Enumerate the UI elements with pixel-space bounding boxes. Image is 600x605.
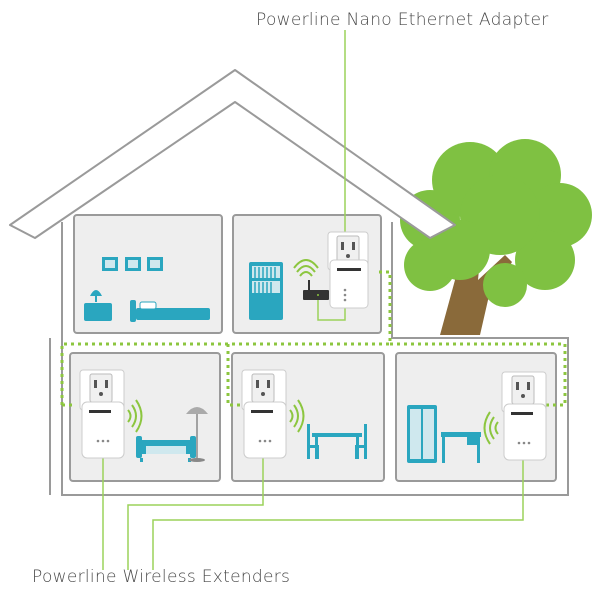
wireless-extender-1 <box>79 369 125 459</box>
wifi-signal-icon <box>483 411 499 445</box>
bedroom-furniture <box>84 257 210 322</box>
electrical-outlet-icon <box>89 373 113 403</box>
electrical-outlet-icon <box>511 375 535 405</box>
powerline-wiring <box>60 270 567 407</box>
desk <box>441 432 481 463</box>
nano-ethernet-adapter <box>327 231 369 309</box>
wifi-signal-icon <box>289 399 305 433</box>
wifi-signal-icon <box>293 259 319 277</box>
dining-table <box>307 424 367 459</box>
leader-lines <box>102 30 524 570</box>
kitchen-furniture <box>407 371 547 463</box>
office-furniture <box>249 259 329 320</box>
floor-lamp <box>186 407 208 462</box>
router-icon <box>303 280 329 300</box>
wireless-extender-2 <box>241 369 287 459</box>
cabinet <box>407 405 437 463</box>
nano-adapter-label: Powerline Nano Ethernet Adapter <box>256 10 549 30</box>
wireless-extenders-label: Powerline Wireless Extenders <box>32 567 291 587</box>
bed <box>136 308 210 320</box>
house-roof <box>9 69 456 239</box>
wifi-signal-icon <box>127 399 143 433</box>
house-walls <box>49 222 569 496</box>
wireless-extender-3 <box>501 371 547 461</box>
lamp-shade <box>90 290 102 296</box>
nightstand <box>84 303 112 321</box>
living-room-furniture <box>79 369 208 462</box>
electrical-outlet-icon <box>251 373 275 403</box>
bed-headboard <box>130 300 136 322</box>
dining-room-furniture <box>241 369 367 459</box>
sofa <box>136 436 196 462</box>
tree <box>400 139 592 335</box>
